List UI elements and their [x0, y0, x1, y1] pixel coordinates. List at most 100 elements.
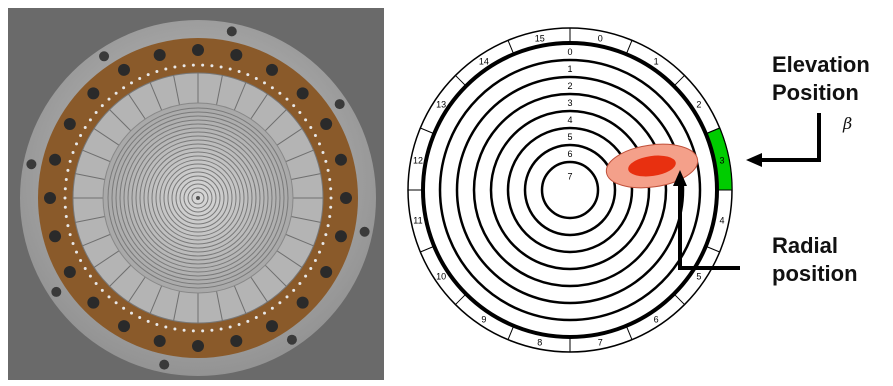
- contact-pad: [130, 312, 133, 315]
- sector-label: 10: [436, 272, 446, 282]
- contact-pad: [108, 98, 111, 101]
- contact-pad: [298, 282, 301, 285]
- mounting-hole: [192, 340, 204, 352]
- mounting-hole: [118, 64, 130, 76]
- mounting-hole: [230, 49, 242, 61]
- contact-pad: [328, 215, 331, 218]
- contact-pad: [95, 111, 98, 114]
- mounting-hole: [335, 230, 347, 242]
- contact-pad: [263, 81, 266, 84]
- contact-pad: [183, 64, 186, 67]
- contact-pad: [79, 259, 82, 262]
- contact-pad: [285, 98, 288, 101]
- contact-pad: [255, 77, 258, 80]
- contact-pad: [327, 224, 330, 227]
- mounting-hole: [87, 87, 99, 99]
- center-point: [196, 196, 200, 200]
- contact-pad: [122, 307, 125, 310]
- contact-pad: [173, 327, 176, 330]
- flange-hole: [287, 335, 297, 345]
- contact-pad: [84, 267, 87, 270]
- contact-pad: [324, 160, 327, 163]
- contact-pad: [183, 329, 186, 332]
- sector-label: 14: [479, 57, 489, 67]
- mounting-hole: [154, 49, 166, 61]
- contact-pad: [66, 224, 69, 227]
- contact-pad: [330, 197, 333, 200]
- contact-pad: [271, 86, 274, 89]
- ring-label: 7: [567, 172, 572, 182]
- contact-pad: [285, 295, 288, 298]
- mounting-hole: [49, 154, 61, 166]
- contact-pad: [321, 151, 324, 154]
- contact-pad: [309, 267, 312, 270]
- elevation-label-line2: Position: [772, 79, 859, 106]
- flange-hole: [360, 227, 370, 237]
- flange-hole: [227, 26, 237, 36]
- sector-label: 1: [654, 57, 659, 67]
- contact-pad: [164, 326, 167, 329]
- contact-pad: [192, 64, 195, 67]
- contact-pad: [304, 118, 307, 121]
- flange-hole: [51, 287, 61, 297]
- mounting-hole: [335, 154, 347, 166]
- contact-pad: [327, 169, 330, 172]
- contact-pad: [164, 67, 167, 70]
- contact-pad: [79, 134, 82, 137]
- contact-pad: [69, 233, 72, 236]
- beta-symbol: β: [843, 114, 852, 133]
- contact-pad: [115, 92, 118, 95]
- contact-pad: [89, 275, 92, 278]
- contact-pad: [75, 251, 78, 254]
- sector-label: 11: [413, 216, 422, 226]
- mounting-hole: [192, 44, 204, 56]
- contact-pad: [69, 160, 72, 163]
- contact-pad: [314, 134, 317, 137]
- mounting-hole: [320, 118, 332, 130]
- ring-label: 1: [567, 64, 572, 74]
- contact-pad: [292, 289, 295, 292]
- contact-pad: [64, 187, 67, 190]
- mounting-hole: [297, 87, 309, 99]
- contact-pad: [263, 312, 266, 315]
- contact-pad: [75, 142, 78, 145]
- contact-pad: [155, 323, 158, 326]
- sector-label: 0: [598, 33, 603, 43]
- contact-pad: [89, 118, 92, 121]
- contact-pad: [210, 64, 213, 67]
- contact-pad: [278, 92, 281, 95]
- sector-label: 9: [481, 314, 486, 324]
- contact-pad: [238, 70, 241, 73]
- contact-pad: [210, 329, 213, 332]
- flange-hole: [159, 360, 169, 370]
- sector-label: 15: [535, 33, 545, 43]
- mounting-hole: [266, 320, 278, 332]
- ring-label: 4: [567, 115, 572, 125]
- sector-label: 4: [720, 216, 725, 226]
- contact-pad: [65, 178, 68, 181]
- contact-pad: [229, 326, 232, 329]
- contact-pad: [298, 111, 301, 114]
- ring-label: 2: [567, 81, 572, 91]
- contact-pad: [201, 329, 204, 332]
- contact-pad: [147, 73, 150, 76]
- mounting-hole: [118, 320, 130, 332]
- contact-pad: [130, 81, 133, 84]
- sector-label: 8: [537, 338, 542, 348]
- contact-pad: [95, 282, 98, 285]
- contact-pad: [246, 73, 249, 76]
- contact-pad: [271, 307, 274, 310]
- contact-pad: [72, 151, 75, 154]
- contact-pad: [220, 66, 223, 69]
- contact-pad: [138, 77, 141, 80]
- contact-pad: [173, 66, 176, 69]
- contact-pad: [72, 242, 75, 245]
- flange-hole: [335, 99, 345, 109]
- radial-label-line1: Radial: [772, 232, 838, 259]
- sector-label: 3: [720, 155, 725, 165]
- contact-pad: [220, 327, 223, 330]
- contact-pad: [155, 70, 158, 73]
- contact-pad: [292, 104, 295, 107]
- sector-label: 5: [696, 272, 701, 282]
- mounting-hole: [87, 297, 99, 309]
